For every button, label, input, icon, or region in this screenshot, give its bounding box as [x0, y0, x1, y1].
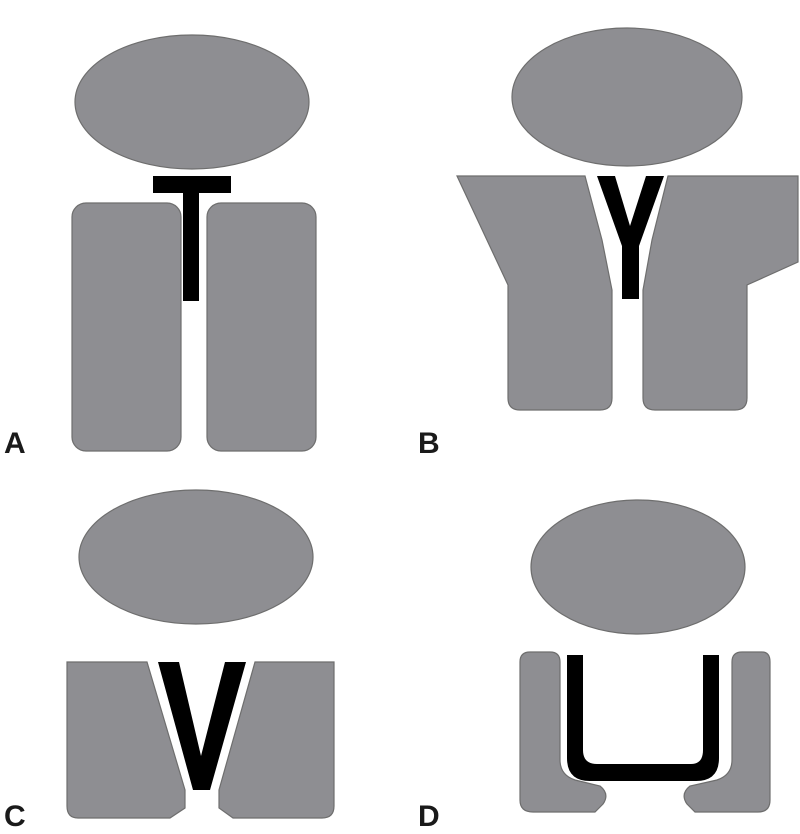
- panel-d-right-block: [684, 652, 770, 812]
- panel-d: D: [418, 500, 770, 833]
- panel-d-left-block: [520, 652, 606, 812]
- panel-b-oval: [512, 28, 742, 166]
- panel-d-u-implant: [567, 655, 719, 781]
- panel-b-label: B: [418, 427, 440, 460]
- panel-b-right-block: [643, 176, 798, 410]
- panel-a-left-block: [72, 203, 181, 451]
- panel-a-oval: [75, 35, 309, 169]
- panel-d-label: D: [418, 800, 440, 833]
- panel-c-oval: [79, 490, 313, 624]
- panel-a: A: [4, 35, 316, 460]
- panel-d-oval: [531, 500, 745, 634]
- panel-b-left-block: [457, 176, 612, 410]
- panel-a-right-block: [207, 203, 316, 451]
- panel-c: C: [4, 490, 334, 833]
- panel-b: B: [418, 28, 798, 460]
- panel-c-label: C: [4, 800, 26, 833]
- panel-a-label: A: [4, 427, 26, 460]
